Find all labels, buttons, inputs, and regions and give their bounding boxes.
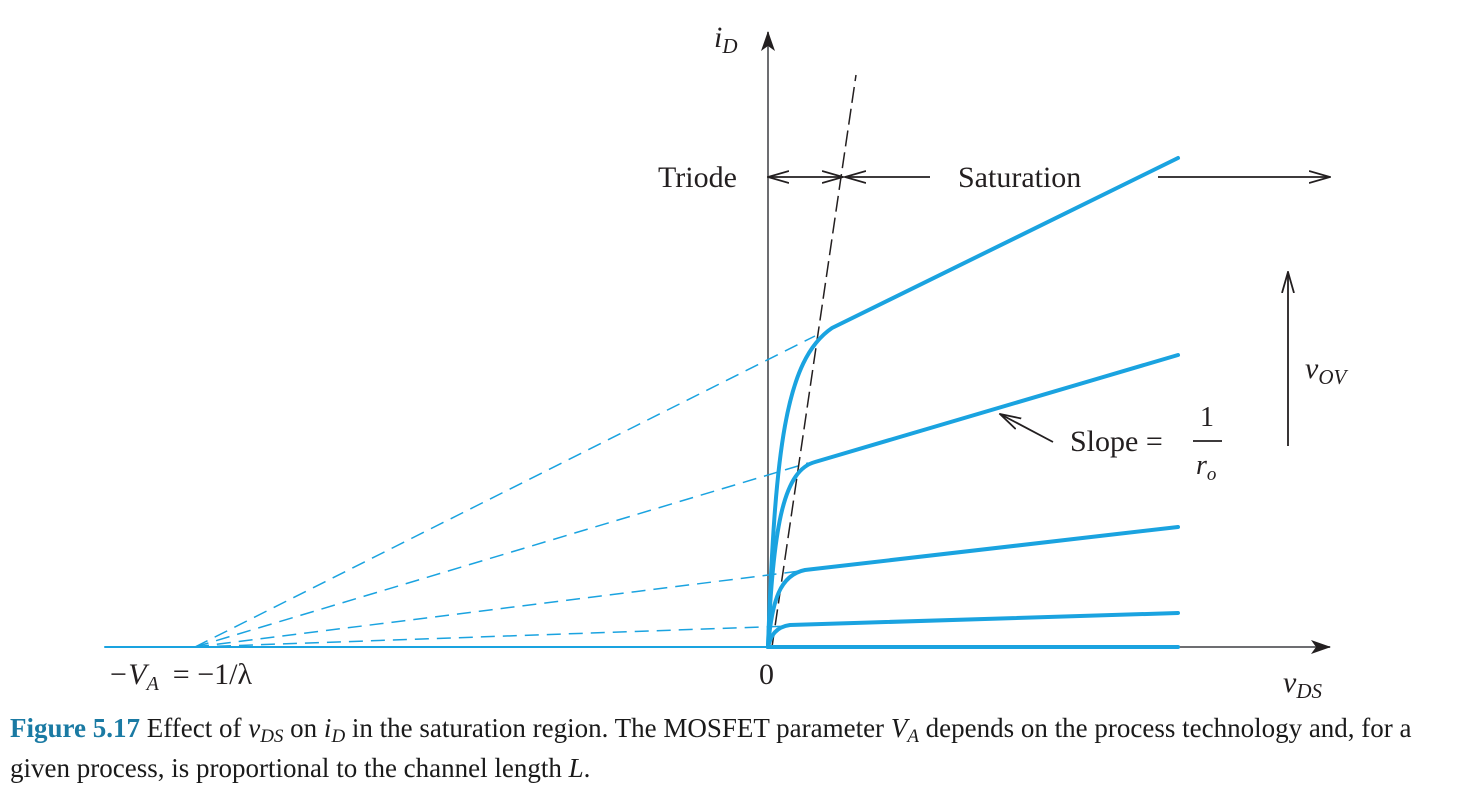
caption-text-2: on <box>283 713 324 743</box>
extrapolation-line-1 <box>194 335 816 648</box>
caption-text-3: in the saturation region. The MOSFET par… <box>345 713 891 743</box>
extrapolation-line-3 <box>194 570 801 648</box>
origin-label: 0 <box>759 658 774 691</box>
x-axis-label: vDS <box>1283 666 1322 703</box>
slope-annotation: Slope = 1 ro <box>1070 402 1222 485</box>
curve-1 <box>766 156 1180 649</box>
intercept-label: −VA= −1/λ <box>108 658 252 695</box>
y-axis-label: iD <box>714 21 738 58</box>
caption-text-1: Effect of <box>140 713 249 743</box>
extrapolation-lines <box>194 335 816 648</box>
curve-4 <box>766 611 1180 649</box>
caption-text-5: . <box>583 753 591 783</box>
caption-va-sub: A <box>907 726 919 747</box>
saturation-boundary-line <box>771 74 857 648</box>
figure-number: Figure 5.17 <box>10 713 140 743</box>
slope-pointer-arrow <box>1000 414 1054 443</box>
slope-numerator: 1 <box>1200 402 1214 433</box>
caption-i-sub: D <box>331 726 346 747</box>
extrapolation-line-4 <box>194 625 791 648</box>
extrapolation-line-2 <box>194 462 809 648</box>
caption-l: L <box>568 753 584 783</box>
region-arrows <box>768 177 1330 446</box>
curve-2 <box>766 353 1180 649</box>
slope-denominator: ro <box>1196 450 1216 485</box>
figure-caption: Figure 5.17 Effect of vDS on iD in the s… <box>10 708 1465 788</box>
caption-i: i <box>323 713 332 743</box>
slope-text: Slope = <box>1070 425 1163 458</box>
characteristic-curves <box>104 156 1180 649</box>
caption-va: V <box>890 713 908 743</box>
overdrive-label: vOV <box>1305 352 1348 389</box>
caption-v: v <box>248 713 261 743</box>
saturation-label: Saturation <box>958 161 1081 194</box>
triode-label: Triode <box>658 161 737 194</box>
caption-v-sub: DS <box>260 726 284 747</box>
caption-text-4: depends on the process technology and, f… <box>10 713 1412 783</box>
curve-3 <box>766 525 1180 649</box>
